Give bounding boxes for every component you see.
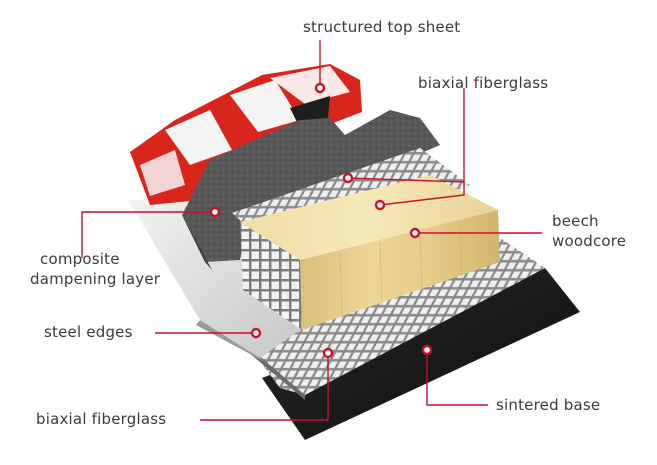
- label-fiberglass-top: biaxial fiberglass: [418, 74, 549, 92]
- steel-edges-layer: [128, 200, 300, 358]
- leader-damping: [81, 211, 215, 258]
- dot-steel-edges: [250, 327, 262, 339]
- woodcore-side-face: [240, 222, 302, 330]
- dot-damping: [209, 206, 221, 218]
- woodcore-top-face: [240, 175, 498, 260]
- label-woodcore-line1: beech: [552, 212, 599, 230]
- label-base: sintered base: [496, 396, 601, 414]
- label-woodcore-line2: woodcore: [552, 232, 627, 250]
- leader-base: [426, 350, 488, 406]
- leader-fiberglass-bottom: [200, 353, 329, 421]
- dot-fiberglass-top-1: [342, 172, 354, 184]
- label-steel-edges: steel edges: [44, 323, 133, 341]
- dot-top-sheet: [314, 82, 326, 94]
- label-damping-line2: dampening layer: [30, 270, 161, 288]
- dot-fiberglass-bottom: [322, 347, 334, 359]
- leader-fiberglass-top-2: [379, 182, 465, 206]
- label-fiberglass-bottom: biaxial fiberglass: [36, 410, 167, 428]
- dot-base: [421, 344, 433, 356]
- dot-woodcore: [409, 227, 421, 239]
- sintered-base-layer: [262, 268, 580, 440]
- dot-fiberglass-top-2: [374, 199, 386, 211]
- label-damping-line1: composite: [40, 250, 120, 268]
- label-top-sheet: structured top sheet: [303, 18, 461, 36]
- woodcore-front-face: [300, 210, 500, 330]
